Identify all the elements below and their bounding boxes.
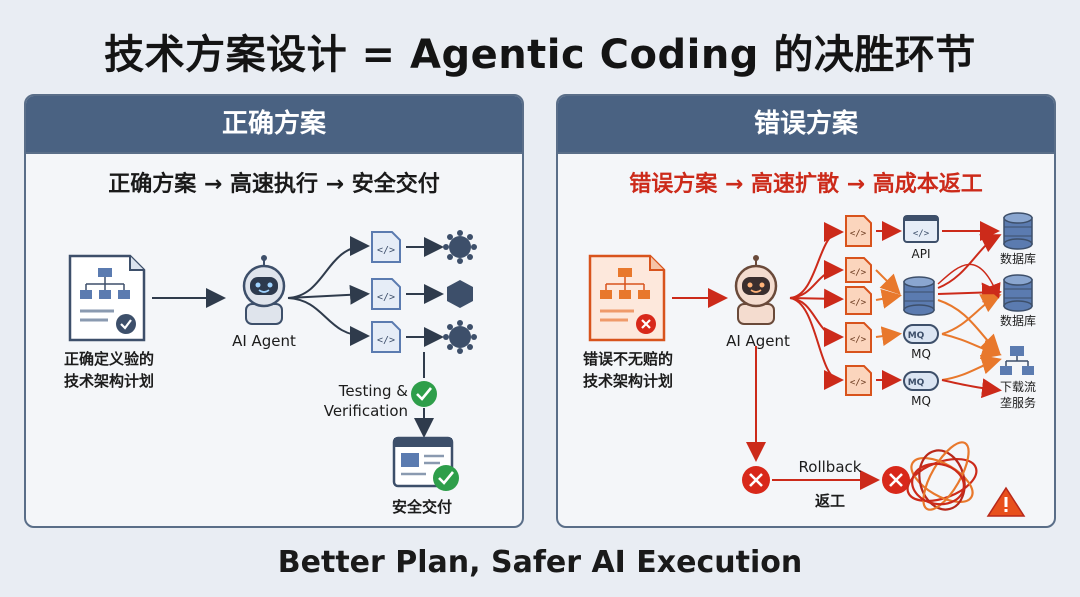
rework-label: 返工 [814,492,845,510]
safe-delivery-label: 安全交付 [391,498,452,516]
code-file-icon: </> [845,365,872,396]
message-queue-icon: MQ [903,324,939,344]
code-file-icon: </> [845,286,872,315]
svg-text:</>: </> [913,229,930,239]
error-icon [882,466,910,494]
database-icon [903,276,935,316]
plan-document-icon [68,254,146,342]
page-title: 技术方案设计 = Agentic Coding 的决胜环节 [104,32,976,78]
svg-text:</>: </> [850,335,867,345]
plan-document-label: 技术架构计划 [63,372,154,390]
footer-tagline: Better Plan, Safer AI Execution [277,545,803,580]
correct-plan-panel: 正确方案 正确方案 → 高速执行 → 安全交付 [24,94,524,528]
code-file-icon: </> [371,231,401,263]
database-label: 数据库 [999,314,1036,328]
database-icon [1003,212,1033,250]
warning-icon [986,486,1026,517]
code-file-icon: </> [845,322,872,353]
svg-text:</>: </> [850,298,867,308]
svg-text:</>: </> [377,245,395,256]
svg-text:</>: </> [850,229,867,239]
service-label: 下载流 [999,380,1036,394]
wrong-plan-panel: 错误方案 错误方案 → 高速扩散 → 高成本返工 [556,94,1056,528]
svg-text:MQ: MQ [908,378,925,388]
wrong-plan-document-icon [588,254,666,342]
testing-label: Testing & [338,382,408,400]
wrong-plan-document-label: 技术架构计划 [582,372,673,390]
svg-text:</>: </> [850,378,867,388]
service-label: 垄服务 [999,396,1036,410]
code-file-icon: </> [371,321,401,353]
network-node-icon [443,320,477,354]
code-file-icon: </> [371,278,401,310]
wrong-plan-document-label: 错误不无赔的 [582,350,673,368]
mq-label: MQ [911,394,931,408]
check-circle-icon [411,381,437,407]
error-icon [742,466,770,494]
delivery-window-icon [392,436,459,491]
correct-plan-header: 正确方案 [26,96,522,154]
api-label: API [911,247,931,261]
api-icon: </> [903,215,939,243]
svg-text:MQ: MQ [908,331,925,341]
network-node-icon [443,230,477,264]
ai-agent-icon [734,255,778,325]
hexagon-node-icon [447,280,473,308]
ai-agent-label: AI Agent [232,332,296,350]
testing-label: Verification [323,402,408,420]
svg-text:</>: </> [377,335,395,346]
svg-text:</>: </> [850,268,867,278]
mq-label: MQ [911,347,931,361]
code-file-icon: </> [845,257,872,283]
correct-flow-text: 正确方案 → 高速执行 → 安全交付 [108,172,440,197]
wrong-flow-text: 错误方案 → 高速扩散 → 高成本返工 [629,172,983,197]
correct-plan-diagram: </> </> </> [68,230,477,491]
svg-text:</>: </> [377,292,395,303]
wrong-plan-diagram: </> </> </> </> </> </> [588,212,1034,517]
database-label: 数据库 [999,252,1036,266]
chaos-loop-icon [906,441,978,511]
database-icon [1003,274,1033,312]
ai-agent-icon [242,255,286,325]
plan-document-label: 正确定义验的 [63,350,154,368]
message-queue-icon: MQ [903,371,939,391]
rollback-label: Rollback [798,458,862,476]
wrong-plan-header: 错误方案 [558,96,1054,154]
ai-agent-label: AI Agent [726,332,790,350]
service-hierarchy-icon [1000,346,1034,375]
code-file-icon: </> [845,215,872,247]
